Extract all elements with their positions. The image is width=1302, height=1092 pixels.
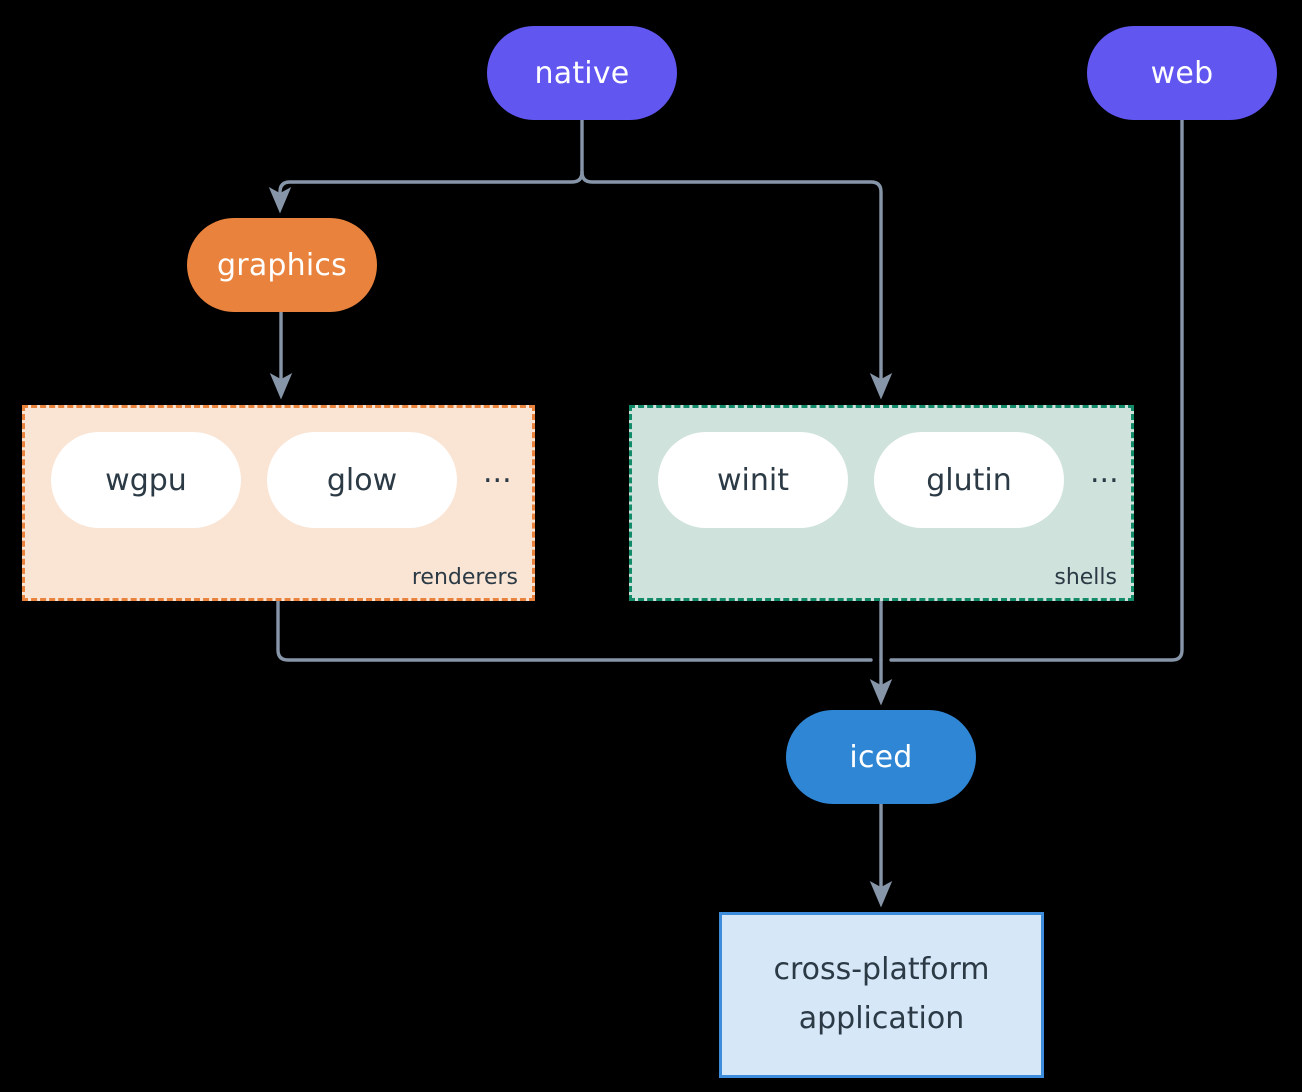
group-shells-items: winit glutin ... xyxy=(658,432,1119,528)
node-iced[interactable]: iced xyxy=(786,710,976,804)
group-renderers-items: wgpu glow ... xyxy=(51,432,512,528)
renderers-more-ellipsis: ... xyxy=(483,455,512,490)
chip-winit[interactable]: winit xyxy=(658,432,848,528)
application-label-line1: cross-platform xyxy=(773,952,990,988)
edge-renderers-to-iced xyxy=(276,599,873,662)
chip-glow-label: glow xyxy=(326,462,398,498)
shells-more-ellipsis: ... xyxy=(1090,455,1119,490)
chip-glutin[interactable]: glutin xyxy=(874,432,1064,528)
node-cross-platform-application[interactable]: cross-platform application xyxy=(719,912,1044,1078)
chip-glow[interactable]: glow xyxy=(267,432,457,528)
node-iced-label: iced xyxy=(849,739,913,775)
node-native[interactable]: native xyxy=(487,26,677,120)
group-renderers-label: renderers xyxy=(411,565,518,590)
chip-wgpu[interactable]: wgpu xyxy=(51,432,241,528)
group-renderers: wgpu glow ... renderers xyxy=(22,405,535,601)
node-web-label: web xyxy=(1150,55,1214,91)
chip-winit-label: winit xyxy=(717,462,789,498)
edge-web-to-iced xyxy=(889,118,1184,662)
node-graphics[interactable]: graphics xyxy=(187,218,377,312)
chip-wgpu-label: wgpu xyxy=(105,462,187,498)
edge-native-to-graphics xyxy=(268,170,584,214)
application-label-line2: application xyxy=(798,1001,965,1036)
chip-glutin-label: glutin xyxy=(926,462,1012,498)
edge-native-to-shells xyxy=(580,170,893,400)
node-native-label: native xyxy=(534,55,630,91)
node-graphics-label: graphics xyxy=(217,247,347,283)
group-shells-label: shells xyxy=(1054,565,1117,590)
group-shells: winit glutin ... shells xyxy=(629,405,1134,601)
node-web[interactable]: web xyxy=(1087,26,1277,120)
